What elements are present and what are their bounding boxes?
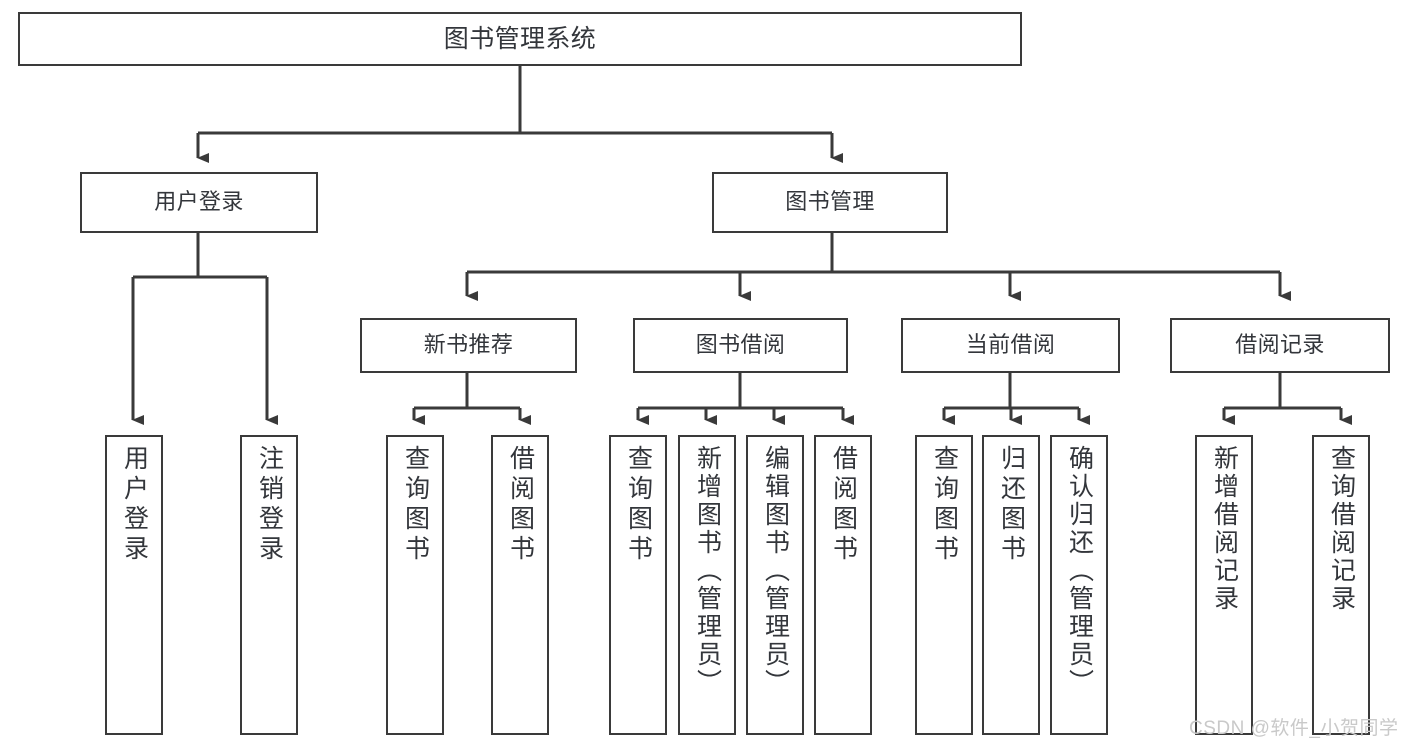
- leaf-user-login-logout-label: 注销登录: [255, 445, 284, 565]
- csdn-watermark: CSDN @软件_小贺同学: [1189, 718, 1399, 739]
- node-book-management[interactable]: 图书管理: [712, 172, 948, 233]
- leaf-new-book-query-book[interactable]: 查询图书: [386, 435, 444, 735]
- node-current-borrow-label: 当前借阅: [965, 332, 1056, 358]
- leaf-book-borrow-query-book[interactable]: 查询图书: [609, 435, 667, 735]
- node-borrow-record-label: 借阅记录: [1235, 332, 1325, 358]
- leaf-borrow-record-query-record-label: 查询借阅记录: [1327, 445, 1356, 613]
- leaf-current-borrow-confirm-return[interactable]: 确认归还（管理员）: [1050, 435, 1108, 735]
- leaf-book-borrow-borrow-book[interactable]: 借阅图书: [814, 435, 872, 735]
- node-root-system-label: 图书管理系统: [443, 25, 597, 53]
- leaf-book-borrow-query-book-label: 查询图书: [624, 445, 653, 565]
- leaf-book-borrow-add-book-label: 新增图书（管理员）: [693, 445, 722, 697]
- node-new-book-recommend[interactable]: 新书推荐: [360, 318, 577, 373]
- node-root-system[interactable]: 图书管理系统: [18, 12, 1022, 66]
- leaf-borrow-record-query-record[interactable]: 查询借阅记录: [1312, 435, 1370, 735]
- leaf-new-book-borrow-book[interactable]: 借阅图书: [491, 435, 549, 735]
- leaf-current-borrow-return-book[interactable]: 归还图书: [982, 435, 1040, 735]
- leaf-current-borrow-query-book[interactable]: 查询图书: [915, 435, 973, 735]
- leaf-book-borrow-edit-book[interactable]: 编辑图书（管理员）: [746, 435, 804, 735]
- node-book-management-label: 图书管理: [785, 189, 875, 215]
- node-borrow-record[interactable]: 借阅记录: [1170, 318, 1390, 373]
- leaf-current-borrow-return-book-label: 归还图书: [997, 445, 1026, 565]
- leaf-book-borrow-edit-book-label: 编辑图书（管理员）: [761, 445, 790, 697]
- node-new-book-recommend-label: 新书推荐: [423, 332, 514, 358]
- leaf-new-book-query-book-label: 查询图书: [401, 445, 430, 565]
- leaf-user-login-logout[interactable]: 注销登录: [240, 435, 298, 735]
- node-user-login-label: 用户登录: [154, 189, 244, 215]
- leaf-new-book-borrow-book-label: 借阅图书: [506, 445, 535, 565]
- leaf-user-login-login-label: 用户登录: [120, 445, 149, 565]
- leaf-current-borrow-confirm-return-label: 确认归还（管理员）: [1065, 445, 1094, 697]
- leaf-book-borrow-add-book[interactable]: 新增图书（管理员）: [678, 435, 736, 735]
- leaf-user-login-login[interactable]: 用户登录: [105, 435, 163, 735]
- leaf-book-borrow-borrow-book-label: 借阅图书: [829, 445, 858, 565]
- leaf-current-borrow-query-book-label: 查询图书: [930, 445, 959, 565]
- node-current-borrow[interactable]: 当前借阅: [901, 318, 1120, 373]
- node-user-login[interactable]: 用户登录: [80, 172, 318, 233]
- leaf-borrow-record-add-record[interactable]: 新增借阅记录: [1195, 435, 1253, 735]
- node-book-borrow[interactable]: 图书借阅: [633, 318, 848, 373]
- leaf-borrow-record-add-record-label: 新增借阅记录: [1210, 445, 1239, 613]
- node-book-borrow-label: 图书借阅: [695, 332, 786, 358]
